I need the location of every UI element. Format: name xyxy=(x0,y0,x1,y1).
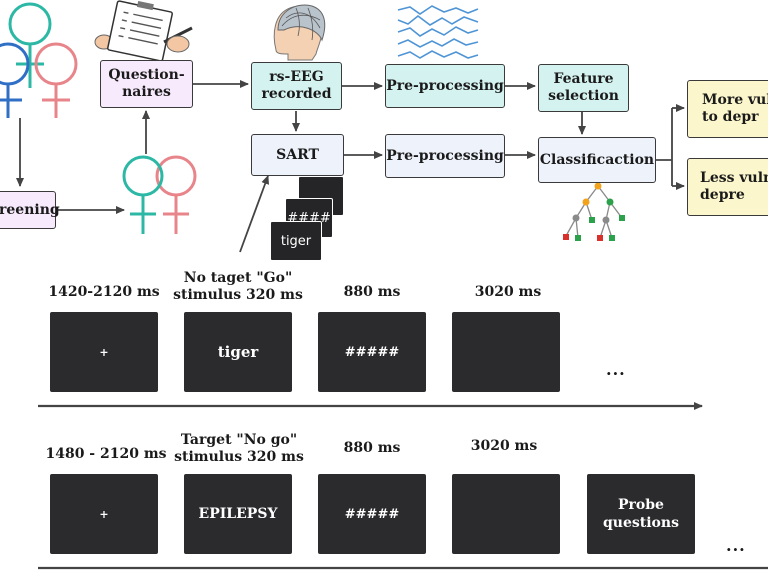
go-screen-mask: ##### xyxy=(318,312,426,392)
nogo-timing-blank: 3020 ms xyxy=(470,438,538,454)
sart-box: SART xyxy=(251,134,344,176)
sart-card-front: tiger xyxy=(270,221,322,261)
eeg-head-icon xyxy=(273,4,326,61)
go-timing-fixation: 1420-2120 ms xyxy=(48,284,160,300)
nogo-screen-mask: ##### xyxy=(318,474,426,554)
female-symbol-icon xyxy=(0,42,30,118)
flow-arrows xyxy=(16,80,685,253)
screening-box: reening xyxy=(0,191,60,229)
nogo-screen-stimulus: EPILEPSY xyxy=(184,474,292,554)
preprocessing-bottom-box: Pre-processing xyxy=(385,134,505,178)
nogo-timing-fixation: 1480 - 2120 ms xyxy=(45,446,167,462)
female-symbol-icon xyxy=(34,42,78,118)
classification-box: Classificaction xyxy=(538,137,656,183)
nogo-screen-blank xyxy=(452,474,560,554)
go-screen-blank xyxy=(452,312,560,392)
go-timing-mask: 880 ms xyxy=(343,284,401,300)
feature-selection-box: Feature selection xyxy=(538,64,629,112)
female-symbol-cluster-icon xyxy=(0,2,78,118)
nogo-timing-stimulus: Target "No go" stimulus 320 ms xyxy=(174,432,304,465)
clipboard-icon xyxy=(94,0,193,62)
go-timing-blank: 3020 ms xyxy=(474,284,542,300)
female-symbol-icon xyxy=(155,155,197,234)
go-ellipsis: ... xyxy=(606,360,626,379)
nogo-timing-mask: 880 ms xyxy=(343,440,401,456)
female-symbol-icon xyxy=(122,155,164,234)
less-vulnerable-box: Less vuln depre xyxy=(687,158,768,216)
go-screen-stimulus: tiger xyxy=(184,312,292,392)
nogo-ellipsis: ... xyxy=(726,536,746,555)
preprocessing-top-box: Pre-processing xyxy=(385,64,505,108)
go-screen-fixation: + xyxy=(50,312,158,392)
decision-tree-icon xyxy=(563,182,625,241)
questionnaires-box: Question- naires xyxy=(100,60,193,108)
eeg-waves-icon xyxy=(397,5,479,59)
rs-eeg-box: rs-EEG recorded xyxy=(251,62,342,110)
female-symbol-pair-icon xyxy=(122,155,197,234)
nogo-screen-fixation: + xyxy=(50,474,158,554)
go-timing-stimulus: No taget "Go" stimulus 320 ms xyxy=(173,270,303,303)
nogo-screen-probe: Probe questions xyxy=(587,474,695,554)
more-vulnerable-box: More vul to depr xyxy=(687,80,768,138)
female-symbol-icon xyxy=(8,2,52,88)
